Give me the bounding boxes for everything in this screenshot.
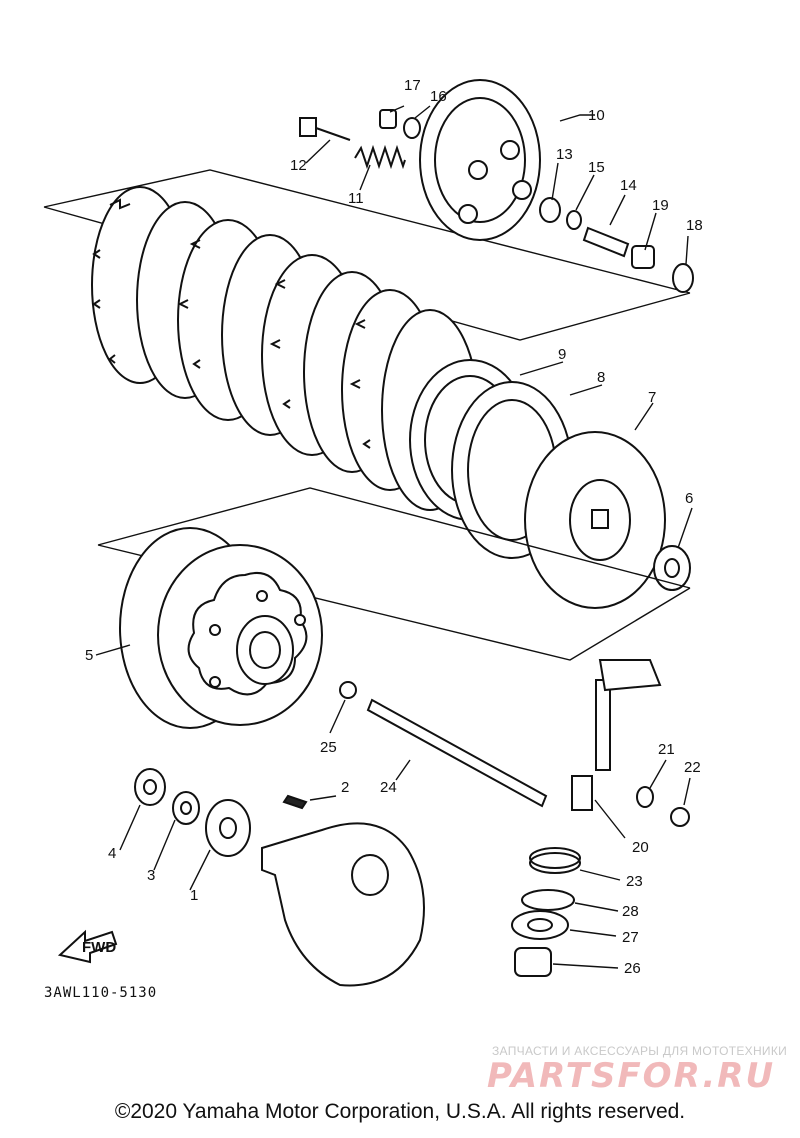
label-23: 23 (626, 873, 643, 890)
label-8: 8 (597, 369, 605, 386)
spacer-4 (134, 768, 166, 806)
label-5: 5 (85, 647, 93, 664)
label-11: 11 (348, 190, 364, 207)
crankshaft (261, 822, 425, 987)
push-lever-20 (571, 659, 662, 811)
clutch-spring-11 (354, 144, 406, 170)
label-7: 7 (648, 389, 656, 406)
pressure-plate-10 (419, 79, 541, 241)
label-18: 18 (686, 217, 703, 234)
washer-3 (172, 791, 200, 825)
oil-seal-27 (511, 910, 569, 940)
bearing-26 (514, 947, 552, 977)
washer-16 (403, 117, 421, 139)
leader-lines (95, 105, 693, 969)
label-10: 10 (588, 107, 605, 124)
spring-23 (529, 847, 581, 874)
label-14: 14 (620, 177, 637, 194)
label-24: 24 (380, 779, 397, 796)
nut-19 (631, 245, 655, 269)
label-22: 22 (684, 759, 701, 776)
circlip-28 (521, 889, 575, 911)
ball-25 (339, 681, 357, 699)
push-rod-14 (582, 226, 630, 258)
clutch-boss-group (409, 359, 666, 609)
label-28: 28 (622, 903, 639, 920)
gear-1 (205, 799, 251, 857)
label-15: 15 (588, 159, 605, 176)
label-4: 4 (108, 845, 116, 862)
bolt-12 (299, 117, 351, 141)
fwd-label: FWD (82, 939, 116, 956)
clutch-housing-5 (119, 527, 323, 729)
label-1: 1 (190, 887, 198, 904)
label-17: 17 (404, 77, 421, 94)
bolt-22 (670, 807, 690, 827)
label-19: 19 (652, 197, 669, 214)
key-2 (282, 794, 308, 810)
label-20: 20 (632, 839, 649, 856)
label-6: 6 (685, 490, 693, 507)
watermark-subtitle: ЗАПЧАСТИ И АКСЕССУАРЫ ДЛЯ МОТОТЕХНИКИ (492, 1044, 788, 1058)
lock-washer-6 (653, 545, 691, 591)
push-rod-24 (366, 698, 548, 808)
copyright-notice: ©2020 Yamaha Motor Corporation, U.S.A. A… (114, 1100, 686, 1123)
washer-18 (672, 263, 694, 293)
label-12: 12 (290, 157, 307, 174)
part-labels: 1 2 3 4 5 6 7 8 9 10 11 12 13 14 15 16 1… (85, 77, 703, 977)
label-27: 27 (622, 929, 639, 946)
watermark-logo: PARTSFOR.RU (487, 1056, 776, 1096)
label-3: 3 (147, 867, 155, 884)
diagram-code: 3AWL110-5130 (44, 985, 158, 1001)
label-9: 9 (558, 346, 566, 363)
label-16: 16 (430, 88, 447, 105)
label-25: 25 (320, 739, 337, 756)
label-13: 13 (556, 146, 573, 163)
washer-21 (636, 786, 654, 808)
o-ring-15 (566, 210, 582, 230)
bearing-13 (539, 197, 561, 223)
nut-17 (379, 109, 397, 129)
label-26: 26 (624, 960, 641, 977)
label-21: 21 (658, 741, 675, 758)
fwd-arrow-icon: FWD (57, 929, 118, 964)
label-2: 2 (341, 779, 349, 796)
